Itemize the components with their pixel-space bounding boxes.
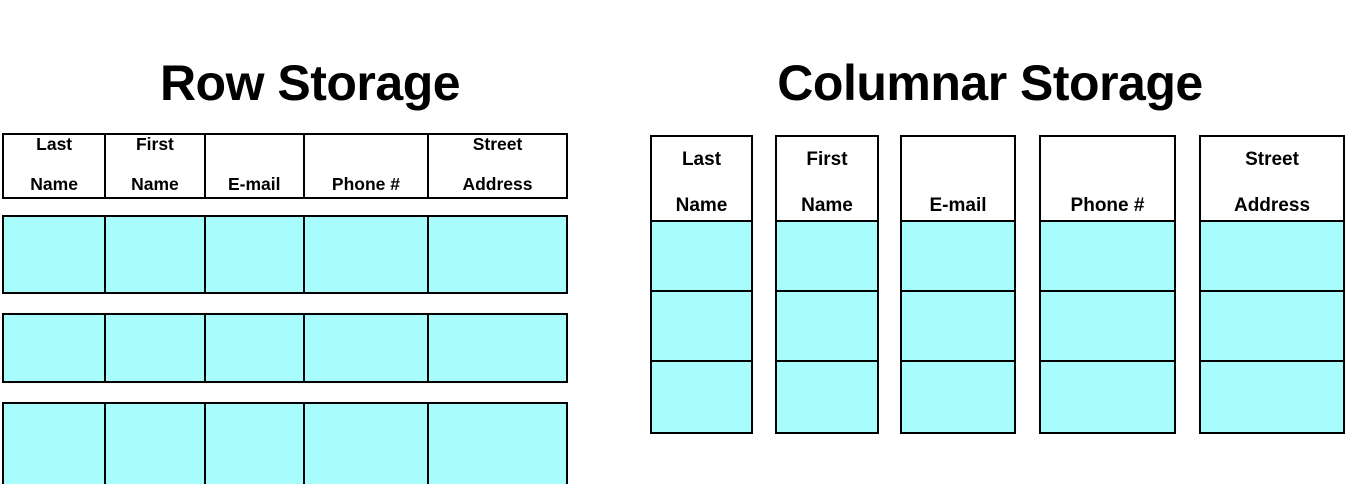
- row-header-cell-last-name: Last Name: [4, 135, 107, 197]
- row-storage-panel: Row Storage Last Name First Name E-mail: [0, 0, 620, 484]
- columnar-header-first-name: First Name: [775, 135, 879, 222]
- columnar-header-street-address-line2: Address: [1233, 195, 1311, 216]
- columnar-column-email: E-mail: [900, 135, 1016, 434]
- row-header-cell-street-address: Street Address: [429, 135, 566, 197]
- row-header-street-address-line1: Street: [472, 135, 523, 154]
- row-header-last-name-line2: Name: [30, 174, 78, 194]
- columnar-data-cell: [1201, 222, 1343, 292]
- row-data-cell: [304, 217, 429, 292]
- row-data-cell: [304, 404, 429, 484]
- columnar-data-cell: [1201, 362, 1343, 432]
- columnar-data-cell: [902, 292, 1014, 362]
- row-storage-data-row: [2, 402, 568, 484]
- columnar-column-street-address: Street Address: [1199, 135, 1345, 434]
- row-data-cell: [106, 404, 206, 484]
- row-data-cell: [429, 217, 567, 292]
- columnar-data-cell: [777, 292, 877, 362]
- columnar-header-email: E-mail: [900, 135, 1016, 222]
- row-header-first-name-line1: First: [135, 135, 174, 154]
- row-header-phone-line2: Phone #: [331, 174, 400, 194]
- columnar-header-first-name-line2: Name: [801, 195, 853, 216]
- columnar-data-cell: [1041, 362, 1174, 432]
- columnar-header-first-name-line1: First: [806, 149, 848, 170]
- columnar-data-cell: [777, 362, 877, 432]
- columnar-cells-street-address: [1199, 222, 1345, 434]
- row-header-cell-phone: Phone #: [305, 135, 429, 197]
- row-header-first-name-line2: Name: [131, 174, 179, 194]
- row-header-cell-email: E-mail: [206, 135, 305, 197]
- row-storage-title: Row Storage: [159, 55, 461, 111]
- columnar-column-phone: Phone #: [1039, 135, 1176, 434]
- row-header-cell-first-name: First Name: [106, 135, 206, 197]
- columnar-header-last-name-line1: Last: [681, 149, 722, 170]
- row-data-cell: [4, 217, 107, 292]
- row-data-cell: [429, 315, 567, 381]
- columnar-header-street-address: Street Address: [1199, 135, 1345, 222]
- columnar-data-cell: [777, 222, 877, 292]
- columnar-header-street-address-line1: Street: [1245, 149, 1299, 170]
- columnar-storage-title: Columnar Storage: [777, 55, 1203, 111]
- columnar-header-phone-line2: Phone #: [1070, 195, 1145, 216]
- columnar-column-last-name: Last Name: [650, 135, 753, 434]
- row-data-cell: [4, 315, 107, 381]
- columnar-data-cell: [902, 222, 1014, 292]
- row-data-cell: [106, 217, 206, 292]
- columnar-header-phone: Phone #: [1039, 135, 1176, 222]
- columnar-header-email-line2: E-mail: [929, 195, 987, 216]
- columnar-cells-first-name: [775, 222, 879, 434]
- columnar-column-first-name: First Name: [775, 135, 879, 434]
- columnar-data-cell: [1041, 222, 1174, 292]
- row-data-cell: [4, 404, 107, 484]
- row-header-last-name-line1: Last: [36, 135, 73, 154]
- columnar-data-cell: [652, 362, 751, 432]
- columnar-header-last-name: Last Name: [650, 135, 753, 222]
- row-header-street-address-line2: Address: [462, 174, 533, 194]
- row-data-cell: [106, 315, 206, 381]
- columnar-cells-last-name: [650, 222, 753, 434]
- row-data-cell: [429, 404, 567, 484]
- columnar-cells-email: [900, 222, 1016, 434]
- columnar-data-cell: [1041, 292, 1174, 362]
- columnar-cells-phone: [1039, 222, 1176, 434]
- row-storage-data-row: [2, 313, 568, 383]
- columnar-data-cell: [652, 222, 751, 292]
- columnar-data-cell: [652, 292, 751, 362]
- row-data-cell: [205, 217, 305, 292]
- row-header-email-line2: E-mail: [227, 174, 281, 194]
- row-data-cell: [304, 315, 429, 381]
- columnar-data-cell: [902, 362, 1014, 432]
- columnar-data-cell: [1201, 292, 1343, 362]
- columnar-header-last-name-line2: Name: [675, 195, 728, 216]
- row-storage-header-row: Last Name First Name E-mail Phone #: [2, 133, 568, 199]
- row-storage-data-row: [2, 215, 568, 294]
- row-data-cell: [205, 315, 305, 381]
- row-data-cell: [205, 404, 305, 484]
